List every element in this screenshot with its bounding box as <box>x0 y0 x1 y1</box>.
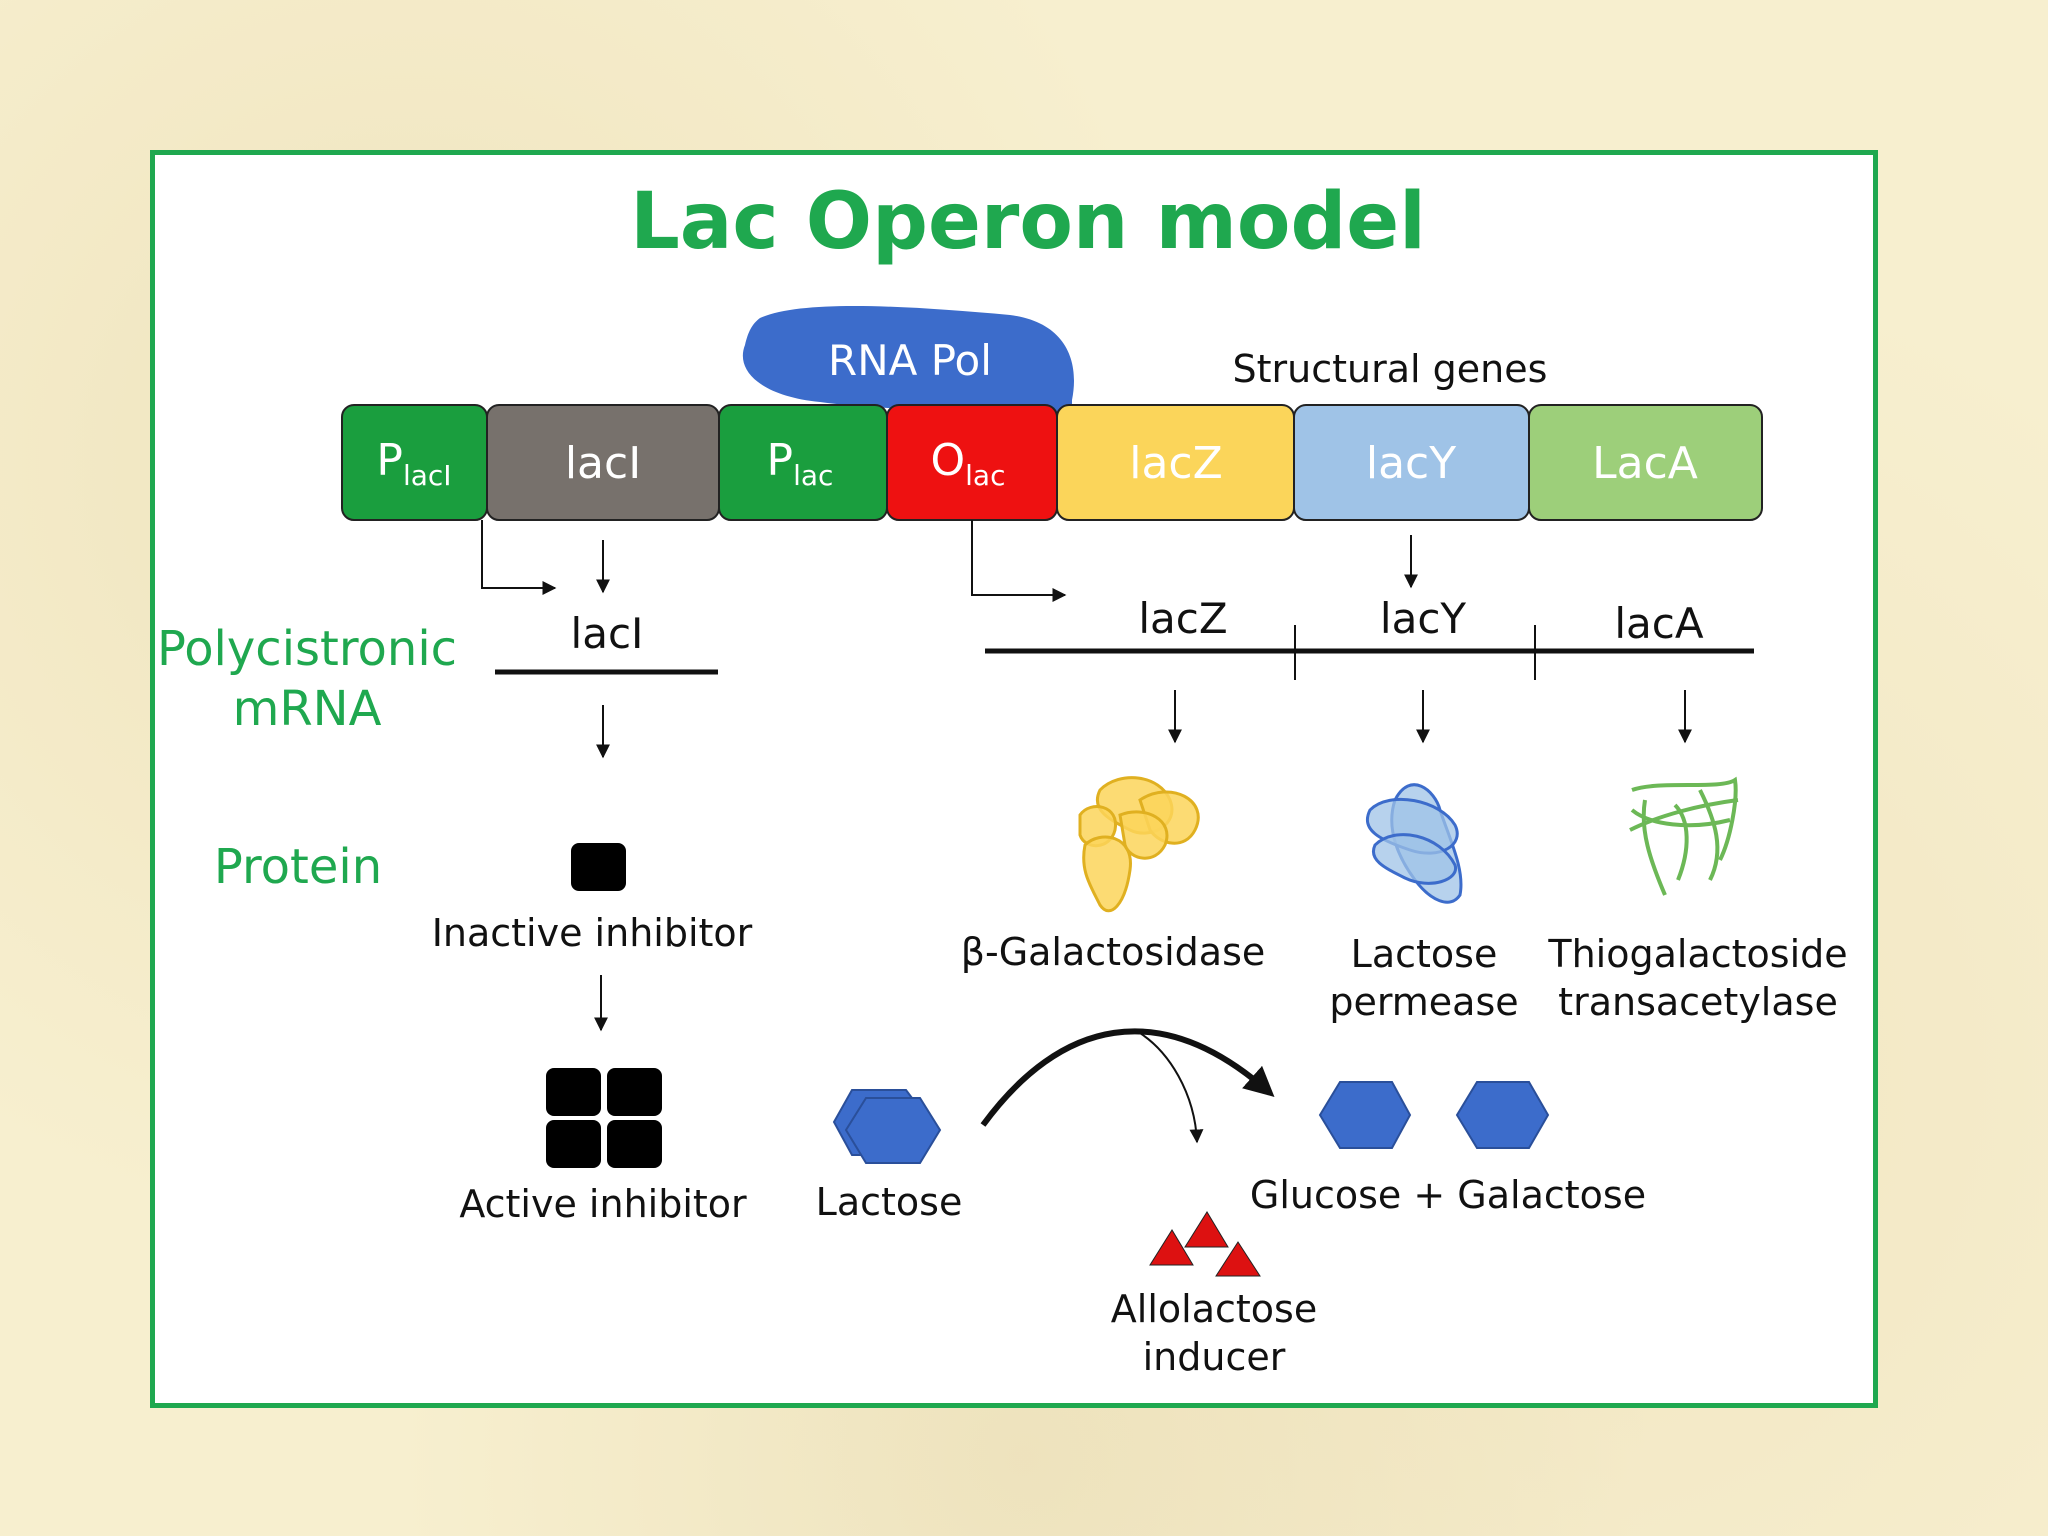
page-title: Lac Operon model <box>630 177 1426 267</box>
gene-block-laca <box>1528 404 1763 521</box>
galactose-icon <box>1455 1081 1550 1149</box>
mrna-laci-label: lacI <box>571 609 644 658</box>
gene-lacy-label: lacY <box>1366 438 1456 489</box>
beta-galactosidase-label: β-Galactosidase <box>961 930 1266 974</box>
allolactose-icon <box>1149 1211 1261 1277</box>
inactive-inhibitor-label: Inactive inhibitor <box>432 911 753 955</box>
lac-transcription-arrow <box>971 520 1067 602</box>
protein-row-label: Protein <box>214 839 382 895</box>
gene-lacz-label: lacZ <box>1129 438 1223 489</box>
gene-laca-label: LacA <box>1592 438 1698 489</box>
beta-galactosidase-icon <box>1078 776 1200 913</box>
gene-laci-label: lacI <box>565 438 641 489</box>
rna-polymerase-shape <box>742 305 1075 414</box>
lactose-to-allolactose-arrow <box>1134 1029 1204 1144</box>
lactose-to-glucose-arrow <box>980 1028 1275 1127</box>
mrna-lacy-label: lacY <box>1380 594 1466 643</box>
gene-placi-label: PlacI <box>376 435 451 492</box>
lactose-permease-icon <box>1366 783 1463 904</box>
mrna-label: mRNA <box>233 681 382 737</box>
transacetylase-icon <box>1629 776 1739 896</box>
transacetylase-label-line2: transacetylase <box>1558 980 1838 1024</box>
lactose-icon <box>832 1089 942 1164</box>
glucose-galactose-label: Glucose + Galactose <box>1250 1173 1646 1217</box>
laci-transcription-arrow <box>481 520 557 595</box>
active-inhibitor-icon <box>546 1068 662 1168</box>
rna-pol-label: RNA Pol <box>828 336 992 385</box>
mrna-lacz-label: lacZ <box>1138 594 1227 643</box>
glucose-icon <box>1318 1081 1412 1149</box>
lactose-permease-label-line1: Lactose <box>1351 932 1498 976</box>
lactose-permease-label-line2: permease <box>1329 980 1518 1024</box>
polycistronic-label: Polycistronic <box>157 621 457 677</box>
mrna-laca-label: lacA <box>1614 599 1703 648</box>
lactose-label: Lactose <box>816 1180 963 1224</box>
gene-plac-label: Plac <box>767 435 834 492</box>
gene-olac-label: Olac <box>931 435 1006 492</box>
transacetylase-label-line1: Thiogalactoside <box>1547 932 1847 976</box>
active-inhibitor-label: Active inhibitor <box>459 1182 747 1226</box>
structural-genes-label: Structural genes <box>1233 347 1548 391</box>
inactive-inhibitor-icon <box>571 843 626 891</box>
allolactose-label-line1: Allolactose <box>1111 1287 1317 1331</box>
allolactose-label-line2: inducer <box>1143 1335 1286 1379</box>
